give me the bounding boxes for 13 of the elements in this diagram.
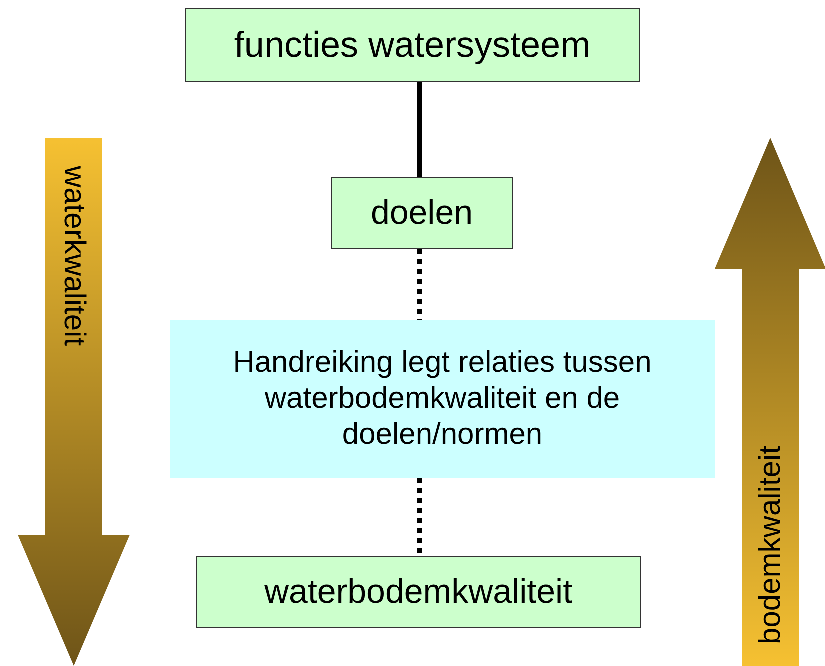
node-text: Handreiking legt relaties tussen waterbodemkwaliteit en de doelen/normen [232,345,653,453]
connector-line [418,249,422,320]
process-box [331,177,513,249]
node-text: functies watersysteem [234,23,591,67]
note-panel [170,320,715,478]
arrow-label: waterkwaliteit [59,166,89,346]
arrow-label: bodemkwaliteit [756,446,786,644]
node-text: waterbodemkwaliteit [264,572,573,612]
connector-line [418,478,422,556]
node-text: doelen [370,192,474,234]
process-box [185,8,640,82]
connector-line [418,82,422,177]
process-box [196,556,641,628]
